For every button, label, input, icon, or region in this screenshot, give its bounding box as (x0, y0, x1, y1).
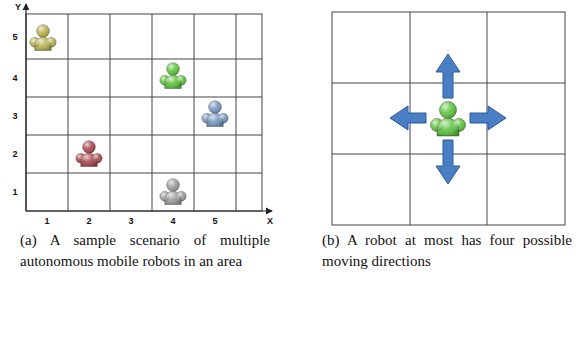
neighbour-grid (332, 12, 565, 225)
direction-arrows (390, 54, 506, 184)
tick-number: 4 (170, 216, 175, 226)
axis-label: X (267, 216, 273, 226)
tick-number: 2 (12, 149, 17, 159)
robot-center (431, 102, 466, 137)
tick-number: 5 (12, 32, 17, 42)
tick-number: 1 (44, 216, 49, 226)
tick-number: 3 (12, 111, 17, 121)
tick-number: 4 (12, 73, 17, 83)
area-grid (26, 14, 262, 211)
robot-blue (202, 101, 228, 127)
subfigure-caption: (a) A sample scenario of multiple autono… (20, 230, 270, 273)
tick-number: 5 (212, 216, 217, 226)
robot-red (76, 141, 102, 167)
tick-number: 1 (12, 187, 17, 197)
axis-label: Y (15, 2, 21, 12)
robot-green (160, 63, 186, 89)
robot-olive (30, 25, 56, 51)
robots (30, 25, 228, 205)
subfigure-caption: (b) A robot at most has four possible mo… (322, 230, 572, 273)
tick-number: 3 (128, 216, 133, 226)
tick-number: 2 (86, 216, 91, 226)
robot-grey (160, 179, 186, 205)
axes (26, 4, 272, 211)
